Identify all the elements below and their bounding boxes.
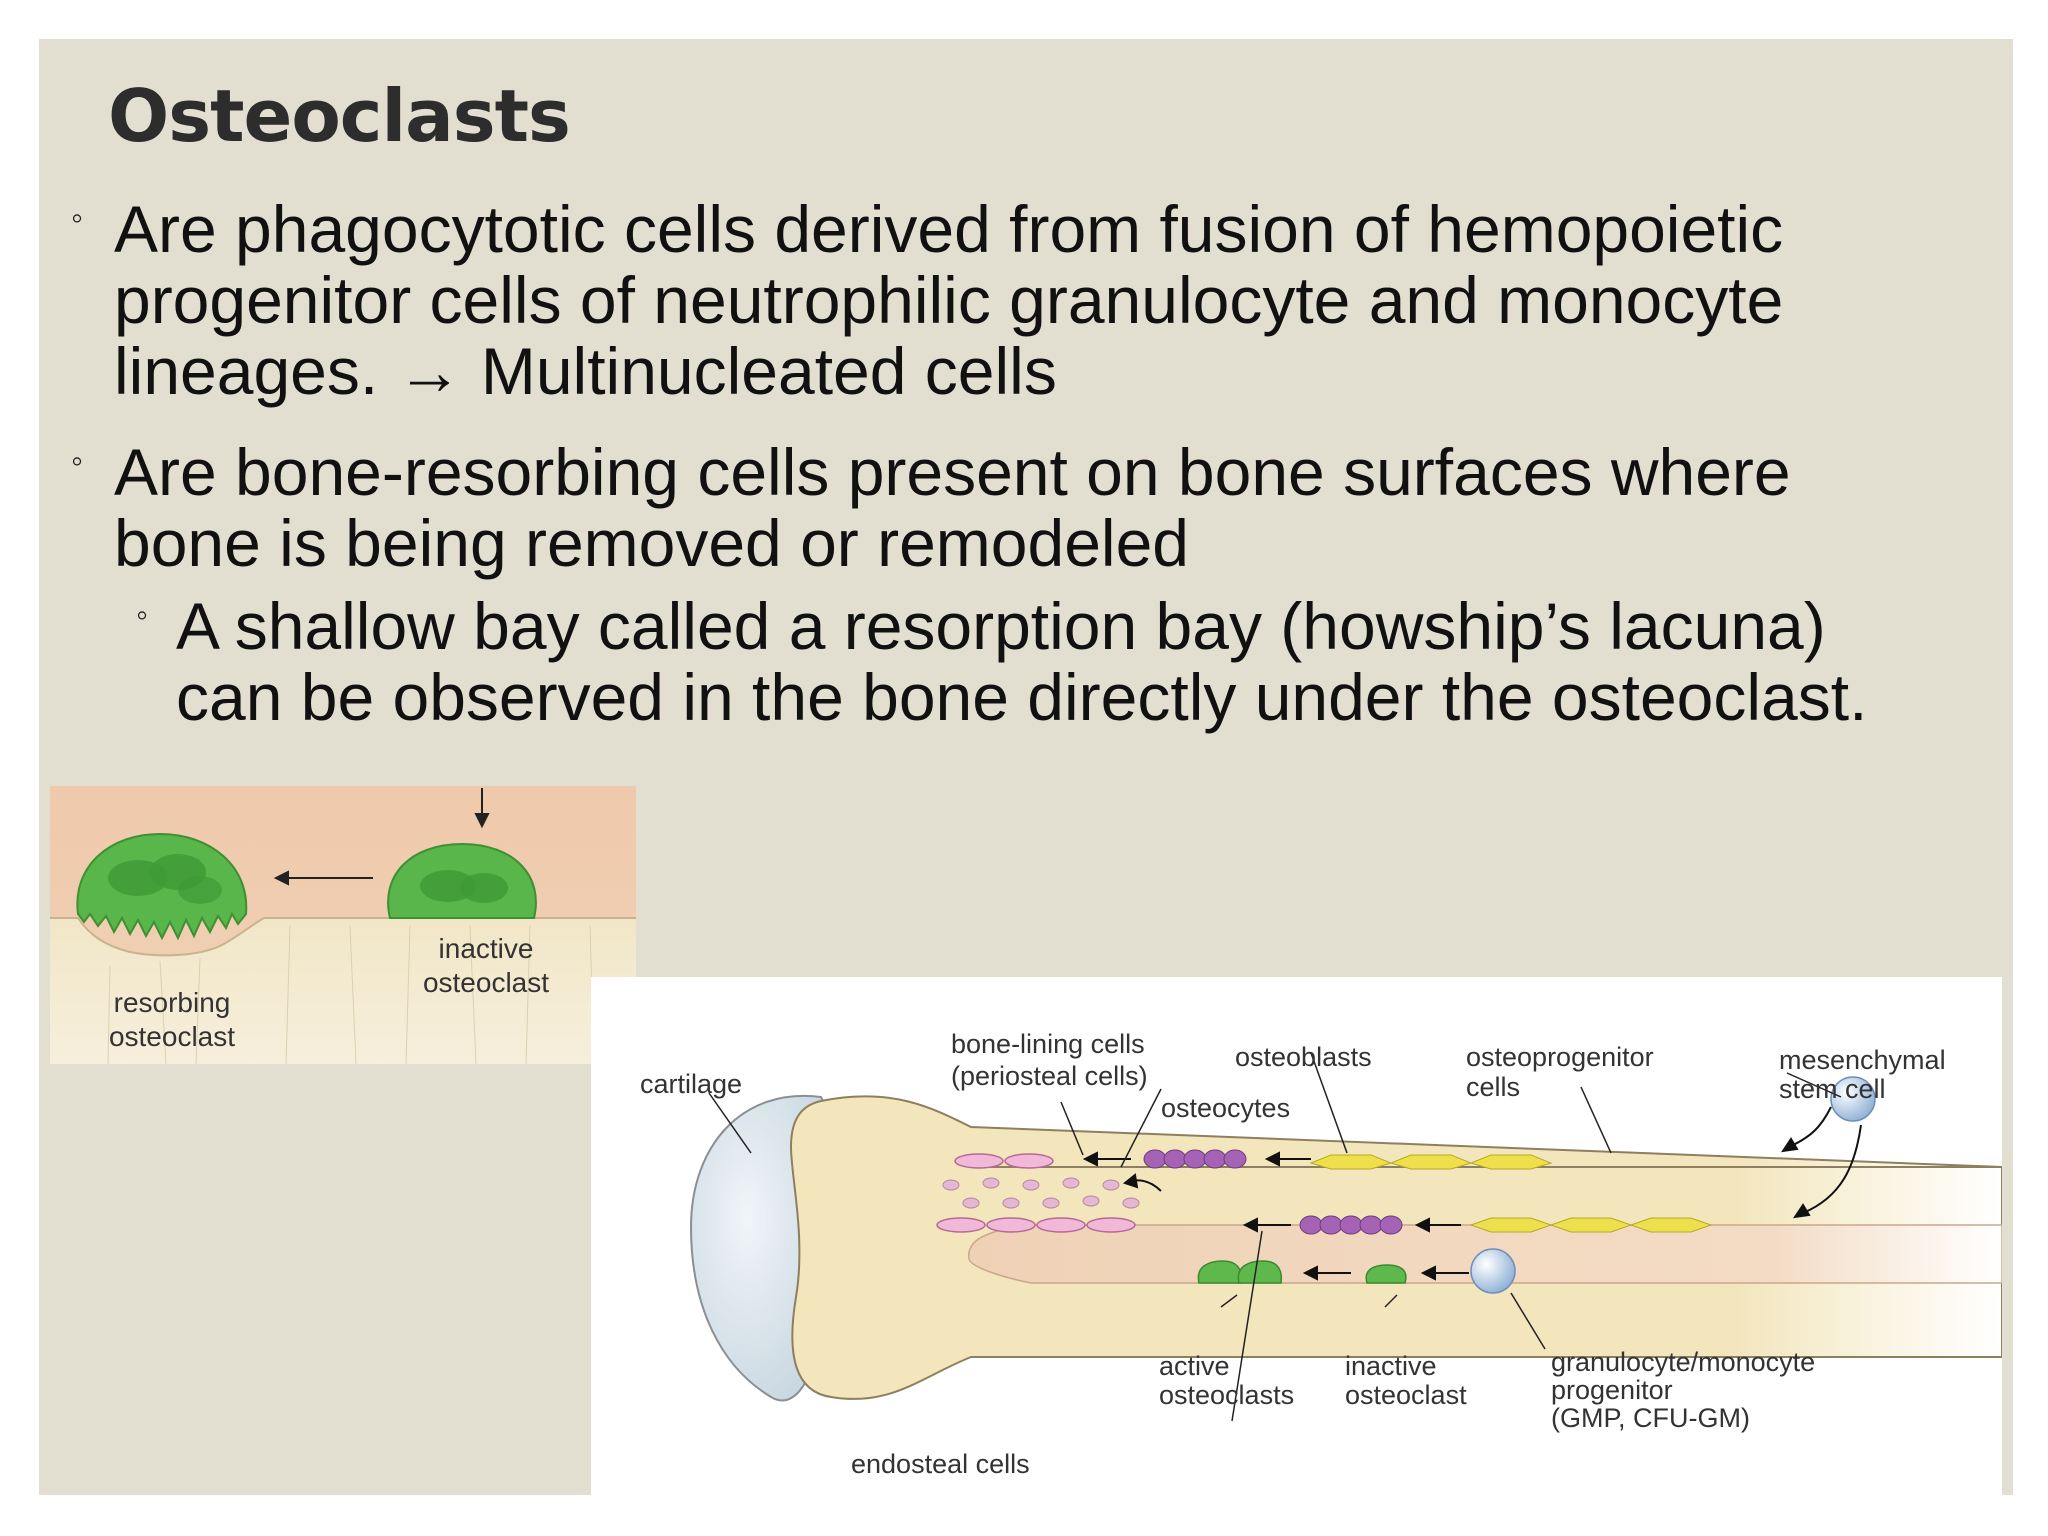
label-resorbing: resorbing	[114, 987, 231, 1018]
label-active: active	[1159, 1351, 1230, 1381]
bullet-text-line: lineages. → Multinucleated cells	[114, 334, 1057, 408]
label-osteocytes: osteocytes	[1161, 1093, 1290, 1123]
label-stem-cell: stem cell	[1779, 1074, 1886, 1104]
label-osteoclast: osteoclast	[109, 1021, 235, 1052]
osteoprogenitor-cells	[1309, 1154, 1553, 1170]
label-progenitor: progenitor	[1551, 1375, 1673, 1405]
bone-matrix	[50, 918, 636, 1064]
label-bone-lining-sub: (periosteal cells)	[951, 1061, 1148, 1091]
bone-lining-cells	[954, 1153, 1054, 1169]
osteoclast-resorption-figure: inactive osteoclast resorbing osteoclast	[50, 786, 636, 1064]
label-osteoprogenitor-cells: cells	[1466, 1072, 1520, 1102]
bullet-text-line: progenitor cells of neutrophilic granulo…	[114, 263, 1784, 337]
arrow-down-icon	[474, 788, 490, 829]
osteocytes	[942, 1177, 1140, 1209]
label-osteoclasts: osteoclasts	[1159, 1380, 1294, 1410]
label-gmp: granulocyte/monocyte	[1551, 1347, 1815, 1377]
bullet-text-line: can be observed in the bone directly und…	[176, 660, 1868, 734]
inactive-osteoclast	[387, 842, 537, 919]
resorption-bay-outline	[50, 917, 636, 957]
bullet-text-line: bone is being removed or remodeled	[114, 506, 1189, 580]
bullet-bone-resorbing: ◦ Are bone-resorbing cells present on bo…	[71, 435, 1791, 580]
leader-lines	[708, 1052, 1842, 1422]
label-cartilage: cartilage	[640, 1069, 742, 1099]
bullet-marker: ◦	[71, 199, 84, 237]
bullet-text-line: Are bone-resorbing cells present on bone…	[114, 435, 1791, 509]
label-mesenchymal: mesenchymal	[1779, 1045, 1946, 1075]
bullet-marker: ◦	[71, 442, 84, 480]
mesenchymal-stem-cell	[1830, 1076, 1876, 1122]
bullet-osteoclast-origin: ◦ Are phagocytotic cells derived from fu…	[71, 192, 1784, 408]
osteoblasts	[1299, 1215, 1403, 1235]
label-endosteal: endosteal cells	[851, 1449, 1030, 1479]
label-osteoblasts: osteoblasts	[1235, 1042, 1372, 1072]
bullet-text-line: A shallow bay called a resorption bay (h…	[176, 589, 1826, 663]
subbullet-resorption-bay: ◦ A shallow bay called a resorption bay …	[136, 589, 1868, 734]
bullet-text-line: Are phagocytotic cells derived from fusi…	[114, 192, 1784, 266]
label-osteoprogenitor: osteoprogenitor	[1466, 1042, 1654, 1072]
bone-cell-lineage-figure: cartilage bone-lining cells (periosteal …	[591, 977, 2002, 1498]
resorbing-osteoclast	[76, 832, 248, 941]
gmp-progenitor-cell	[1470, 1248, 1516, 1294]
label-bone-lining: bone-lining cells	[951, 1029, 1145, 1059]
osteoprogenitor-cells	[1469, 1217, 1713, 1233]
figure-labels: cartilage bone-lining cells (periosteal …	[640, 1029, 1946, 1479]
osteoblasts	[1143, 1149, 1247, 1169]
endosteal-lining-cells	[936, 1217, 1136, 1233]
lineage-arrows	[1082, 1106, 1862, 1281]
label-gmp-cfu: (GMP, CFU-GM)	[1551, 1403, 1750, 1433]
inactive-osteoclast	[1365, 1264, 1407, 1284]
label-osteoclast: osteoclast	[1345, 1380, 1467, 1410]
bullet-marker: ◦	[136, 596, 149, 634]
label-osteoclast: osteoclast	[423, 967, 549, 998]
label-inactive: inactive	[1345, 1351, 1437, 1381]
arrow-icon	[273, 870, 373, 886]
slide-title: Osteoclasts	[108, 74, 571, 158]
active-osteoclasts	[1197, 1260, 1283, 1284]
label-inactive: inactive	[439, 933, 534, 964]
